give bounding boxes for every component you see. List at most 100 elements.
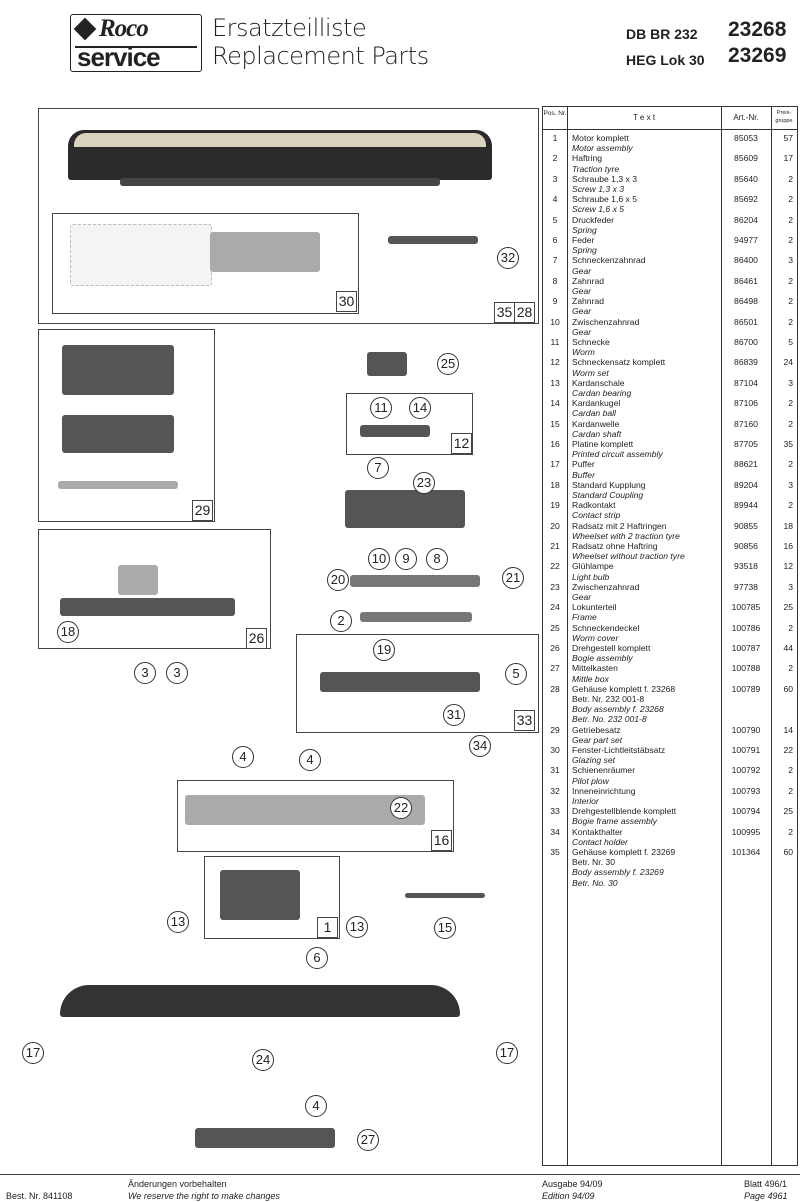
box-label-26: 26 (246, 628, 267, 649)
callout-17: 17 (22, 1042, 44, 1064)
gear-part-2 (62, 415, 174, 453)
row-article-number: 100791 (731, 745, 761, 755)
row-pos: 32 (550, 785, 560, 796)
row-text-de: Schneckenzahnrad (572, 255, 646, 266)
row-text-de: Schneckensatz komplett (572, 357, 666, 368)
row-article-number: 100785 (731, 602, 761, 613)
gear-assembly-part (345, 490, 465, 528)
roco-service-logo: Roco service (70, 14, 202, 72)
footer: Best. Nr. 841108 Änderungen vorbehalten … (0, 1174, 800, 1201)
row-text-en: Cardan shaft (572, 428, 622, 439)
row-price-group: 60 (783, 847, 793, 857)
row-price-group: 2 (788, 459, 793, 470)
row-pos: 12 (550, 357, 560, 368)
header-text: T e x t (632, 113, 656, 122)
row-article-number: 100789 (731, 683, 761, 694)
row-text-en: Gear part set (572, 734, 623, 745)
row-text-en: Contact holder (572, 836, 628, 847)
row-text-de: Schraube 1,6 x 5 (572, 194, 637, 205)
row-article-number: 86700 (734, 337, 758, 347)
row-text-en: Spring (572, 224, 597, 235)
row-pos: 23 (550, 581, 560, 592)
row-price-group: 35 (783, 439, 793, 449)
callout-25: 25 (437, 353, 459, 375)
row-text-en: Spring (572, 245, 597, 256)
row-text-en: Interior (572, 795, 599, 806)
row-article-number: 100786 (731, 622, 761, 633)
box-label-1: 1 (317, 917, 338, 938)
row-price-group: 2 (788, 785, 793, 796)
row-article-number: 100790 (731, 724, 761, 735)
glazing-parts (70, 224, 212, 286)
row-price-group: 2 (788, 275, 793, 286)
row-text-de: Motor komplett (572, 133, 629, 143)
row-pos: 30 (550, 745, 560, 755)
row-price-group: 44 (783, 643, 793, 653)
row-text-de: Betr. Nr. 232 001-8 (572, 693, 645, 704)
row-text-de: Glühlampe (572, 561, 614, 572)
glazing-box (52, 213, 359, 314)
row-pos: 9 (552, 296, 558, 307)
row-text-en: Mittle box (572, 673, 609, 684)
row-text-de: Schnecke (572, 337, 610, 347)
row-pos: 16 (550, 439, 560, 449)
callout-13: 13 (346, 916, 368, 938)
row-article-number: 100794 (731, 806, 761, 817)
callout-23: 23 (413, 472, 435, 494)
callout-22: 22 (390, 797, 412, 819)
row-text-en: Gear (572, 591, 592, 602)
callout-9: 9 (395, 548, 417, 570)
row-article-number: 90855 (734, 520, 758, 531)
callout-24: 24 (252, 1049, 274, 1071)
row-text-de: Lokunterteil (572, 602, 617, 613)
row-price-group: 22 (783, 745, 793, 755)
worm-part (360, 425, 430, 437)
callout-4: 4 (305, 1095, 327, 1117)
sheet-de: Blatt 496/1 (744, 1179, 788, 1189)
row-text-de: Kardanschale (572, 377, 625, 388)
callout-21: 21 (502, 567, 524, 589)
row-price-group: 2 (788, 663, 793, 674)
row-text-en: Worm set (572, 367, 609, 378)
row-price-group: 3 (788, 581, 793, 592)
box-label-30: 30 (336, 291, 357, 312)
row-text-de: Inneneinrichtung (572, 785, 636, 796)
row-text-de: Zwischenzahnrad (572, 316, 640, 327)
row-text-en: Betr. No. 30 (572, 877, 618, 888)
row-text-de: Haftring (572, 153, 603, 164)
callout-7: 7 (367, 457, 389, 479)
row-article-number: 86501 (734, 316, 758, 327)
callout-4: 4 (232, 746, 254, 768)
edition-de: Ausgabe 94/09 (542, 1179, 603, 1189)
title-german: Ersatzteilliste (212, 14, 367, 42)
row-pos: 19 (550, 500, 560, 511)
row-price-group: 16 (783, 541, 793, 551)
row-article-number: 100995 (731, 826, 761, 837)
model-2: HEG Lok 30 (626, 52, 705, 68)
row-pos: 24 (550, 602, 560, 613)
header-price-group: Preis-gruppe (775, 110, 793, 124)
row-article-number: 85609 (734, 153, 758, 164)
header-pos: Pos. Nr. (543, 110, 567, 117)
row-price-group: 2 (788, 500, 793, 511)
row-article-number: 100792 (731, 765, 761, 776)
row-price-group: 60 (783, 683, 793, 694)
row-price-group: 2 (788, 398, 793, 409)
row-text-de: Puffer (572, 459, 595, 470)
row-text-en: Gear (572, 285, 592, 296)
title-english: Replacement Parts (212, 42, 429, 70)
row-article-number: 85692 (734, 194, 758, 205)
callout-2: 2 (330, 610, 352, 632)
row-text-en: Pilot plow (572, 775, 609, 786)
row-article-number: 87104 (734, 377, 758, 388)
row-pos: 5 (552, 214, 558, 225)
edition-en: Edition 94/09 (542, 1191, 595, 1201)
callout-3: 3 (166, 662, 188, 684)
row-text-en: Buffer (572, 469, 595, 480)
row-article-number: 86204 (734, 214, 758, 225)
row-price-group: 2 (788, 418, 793, 429)
row-text-de: Platine komplett (572, 439, 634, 449)
callout-3: 3 (134, 662, 156, 684)
locomotive-roof (74, 133, 486, 147)
row-price-group: 2 (788, 826, 793, 837)
